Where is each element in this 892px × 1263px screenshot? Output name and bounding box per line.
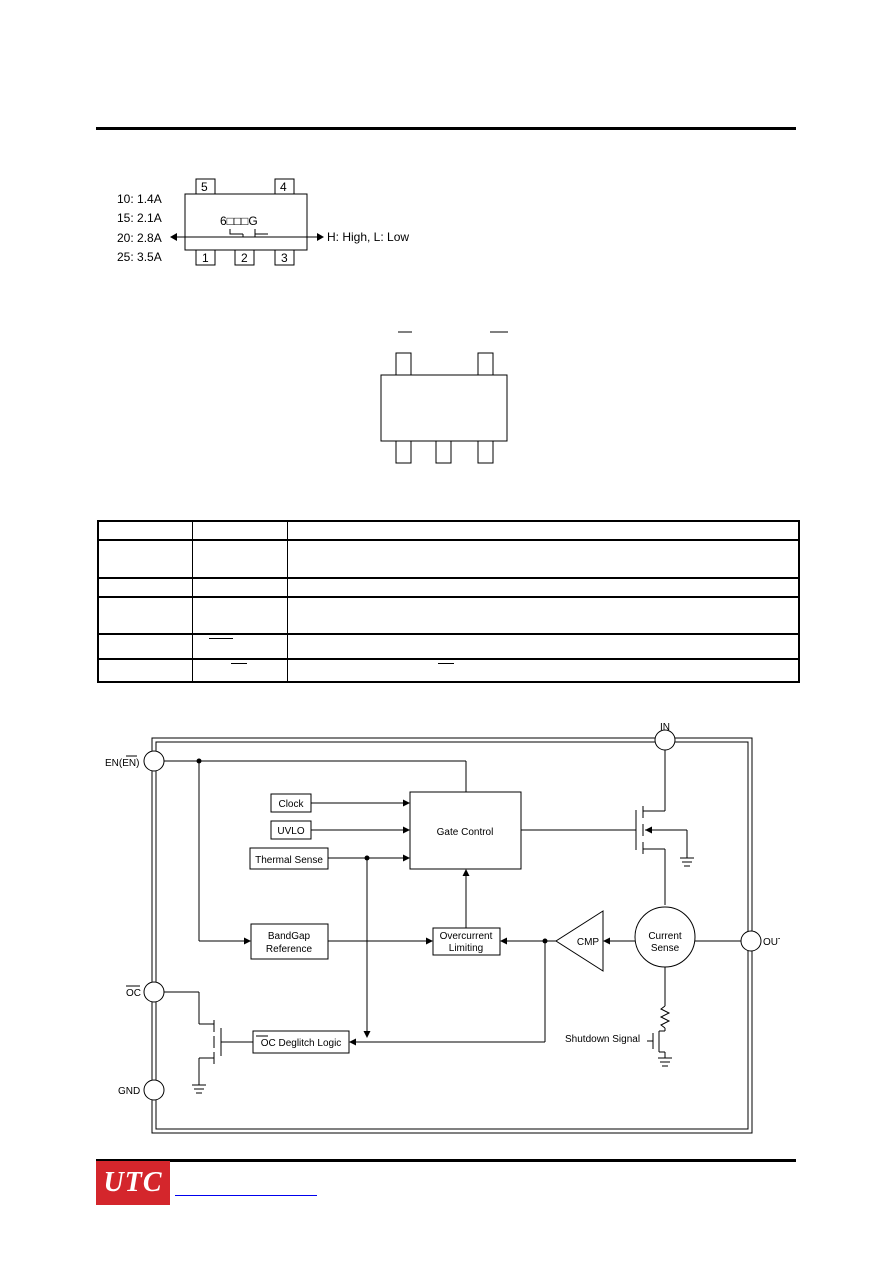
table-row bbox=[97, 658, 800, 684]
overcurrent-label-1: Overcurrent bbox=[440, 931, 493, 942]
block-diagram: IN EN(EN) OC GND OUT Clock UVLO Thermal … bbox=[105, 722, 780, 1134]
current-sense-label-2: Sense bbox=[651, 943, 680, 954]
marking-label-3: 20: 2.8A bbox=[117, 231, 162, 245]
oc-deglitch-label: OC Deglitch Logic bbox=[261, 1038, 342, 1049]
pin-gnd-circle bbox=[143, 1079, 165, 1101]
gate-control-block bbox=[409, 791, 522, 870]
marking-pin-4-label: 4 bbox=[280, 180, 287, 194]
pin-oc-label: OC bbox=[126, 988, 141, 999]
pin-description-table bbox=[97, 520, 800, 684]
table-row bbox=[97, 520, 800, 542]
footer-rule bbox=[96, 1159, 796, 1162]
marking-label-1: 10: 1.4A bbox=[117, 192, 162, 206]
pin-en-circle bbox=[143, 750, 165, 772]
pin-out-label: OUT bbox=[763, 937, 780, 948]
marking-label-2: 15: 2.1A bbox=[117, 211, 162, 225]
pin-in-circle bbox=[654, 729, 676, 751]
marking-hl-label: H: High, L: Low bbox=[327, 230, 409, 244]
utc-logo-text: UTC bbox=[103, 1167, 163, 1198]
bandgap-label-1: BandGap bbox=[268, 931, 311, 942]
marking-pin-3-label: 3 bbox=[281, 251, 288, 265]
overcurrent-label-2: Limiting bbox=[449, 943, 483, 954]
pinconfig-pin-3 bbox=[477, 440, 494, 464]
marking-pin-5-label: 5 bbox=[201, 180, 208, 194]
pin-oc-circle bbox=[143, 981, 165, 1003]
pin-configuration-diagram bbox=[380, 331, 508, 464]
table-row bbox=[97, 596, 800, 636]
marking-code: 6□□□G bbox=[220, 214, 258, 228]
pin-gnd-label: GND bbox=[118, 1086, 140, 1097]
marking-pin-3 bbox=[274, 249, 295, 266]
pinconfig-pin-4 bbox=[477, 352, 494, 376]
marking-diagram: 10: 1.4A 15: 2.1A 20: 2.8A 25: 3.5A 5 4 … bbox=[117, 178, 409, 266]
pin-out-circle bbox=[740, 930, 762, 952]
gate-control-label: Gate Control bbox=[437, 827, 494, 838]
clock-label: Clock bbox=[278, 799, 304, 810]
pin-en-label: EN(EN) bbox=[105, 758, 139, 769]
table-row bbox=[97, 577, 800, 598]
marking-label-4: 25: 3.5A bbox=[117, 250, 162, 264]
current-sense-label-1: Current bbox=[648, 931, 682, 942]
pinconfig-pin-2 bbox=[435, 440, 452, 464]
marking-pin-2-label: 2 bbox=[241, 251, 248, 265]
pinconfig-pin-5 bbox=[395, 352, 412, 376]
website-link[interactable] bbox=[175, 1195, 317, 1196]
marking-pin-2 bbox=[234, 249, 255, 266]
bandgap-label-2: Reference bbox=[266, 944, 313, 955]
table-row bbox=[97, 633, 800, 660]
pinconfig-package-body bbox=[380, 374, 508, 442]
thermal-sense-label: Thermal Sense bbox=[255, 855, 323, 866]
cmp-label: CMP bbox=[577, 937, 600, 948]
table-row bbox=[97, 539, 800, 579]
uvlo-label: UVLO bbox=[277, 826, 304, 837]
utc-logo: UTC bbox=[96, 1161, 170, 1205]
bandgap-reference-block bbox=[250, 923, 329, 960]
cmp-comparator bbox=[555, 910, 604, 972]
pin-in-label: IN bbox=[660, 722, 670, 733]
marking-pin-1-label: 1 bbox=[202, 251, 209, 265]
marking-pin-1 bbox=[195, 249, 216, 266]
header-rule bbox=[96, 127, 796, 130]
shutdown-signal-label: Shutdown Signal bbox=[565, 1034, 640, 1045]
pinconfig-pin-1 bbox=[395, 440, 412, 464]
overcurrent-limiting-block bbox=[432, 927, 501, 956]
